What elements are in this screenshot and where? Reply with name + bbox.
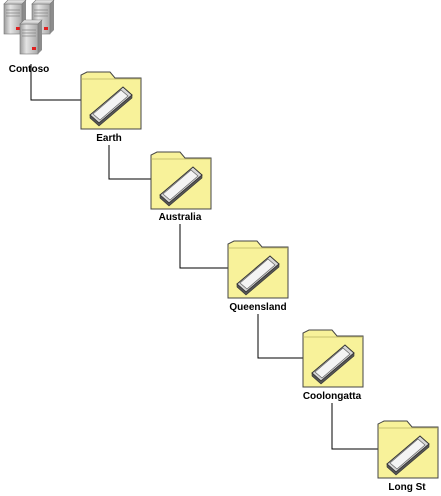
connector-coolongatta-longst: [331, 403, 378, 450]
connector-contoso-earth: [30, 64, 81, 101]
folder-book-icon: [302, 329, 364, 388]
server-cluster-icon: [3, 0, 55, 55]
root-node-label: Contoso: [8, 64, 50, 75]
folder-book-icon: [377, 420, 439, 479]
folder-book-icon: [80, 71, 142, 130]
connector-lines: [30, 64, 378, 450]
node-label-australia: Australia: [158, 212, 202, 223]
node-label-earth: Earth: [96, 133, 122, 144]
node-label-queensland: Queensland: [229, 302, 287, 313]
folder-book-icon: [150, 151, 212, 210]
folder-book-icon: [227, 240, 289, 299]
node-label-long-st: Long St: [388, 482, 426, 493]
connector-queensland-coolongatta: [257, 314, 303, 359]
connector-australia-queensland: [179, 224, 228, 269]
node-label-coolongatta: Coolongatta: [302, 391, 362, 402]
connector-earth-australia: [108, 145, 151, 180]
